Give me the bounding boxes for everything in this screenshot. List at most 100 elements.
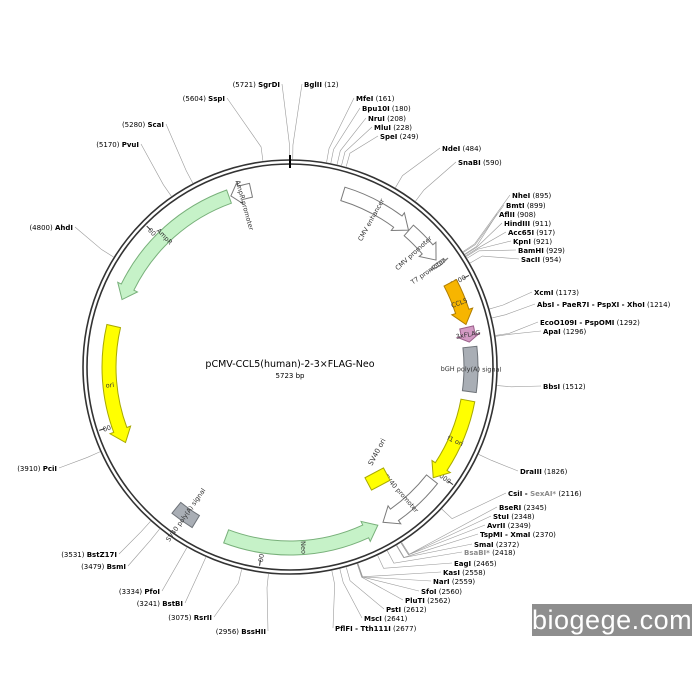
site-position: (5280) <box>122 121 146 129</box>
site-name: BstZ17I <box>87 551 117 559</box>
site-name: PciI <box>43 465 57 473</box>
site-position: (954) <box>542 256 561 264</box>
site-name: SfoI <box>421 588 437 596</box>
feature-bgh-poly-a-signal <box>461 345 479 394</box>
site-position: (2641) <box>384 615 408 623</box>
site-name: Bpu10I <box>362 105 390 113</box>
site-bmti: BmtI (899) <box>506 202 546 210</box>
site-leader-line <box>336 117 367 165</box>
site-leader-line <box>441 492 507 520</box>
site-position: (3531) <box>61 551 85 559</box>
site-name: EagI <box>454 560 471 568</box>
site-nhei: NheI (895) <box>512 192 552 200</box>
site-position: (1826) <box>544 468 568 476</box>
site-leader-line <box>226 97 264 161</box>
site-position: (908) <box>517 211 536 219</box>
site-mfei: MfeI (161) <box>356 95 395 103</box>
site-position: (161) <box>376 95 395 103</box>
site-scai: (5280) ScaI <box>122 121 164 129</box>
site-leader-line <box>341 126 373 166</box>
tick-mark <box>146 225 152 231</box>
site-name: BseRI <box>499 504 521 512</box>
site-name: NruI <box>368 115 385 123</box>
site-ahdi: (4800) AhdI <box>29 224 73 232</box>
site-leader-line <box>465 231 507 257</box>
site-leader-line <box>387 550 463 564</box>
site-position: (917) <box>536 229 555 237</box>
site-bpu10i: Bpu10I (180) <box>362 105 411 113</box>
site-leader-line <box>357 563 420 592</box>
tick-mark <box>99 428 106 431</box>
site-leader-line <box>118 521 151 555</box>
feature-sv40-promoter <box>382 474 439 525</box>
site-leader-line <box>356 563 404 601</box>
site-position: (921) <box>533 238 552 246</box>
plasmid-name: pCMV-CCL5(human)-2-3×FLAG-Neo <box>205 359 374 370</box>
site-name: EcoO109I - PspOMI <box>540 319 614 327</box>
site-leader-line <box>74 226 114 258</box>
sv40-ori-label: SV40 ori <box>367 437 388 467</box>
feature-ori <box>101 323 132 444</box>
site-leader-line <box>396 543 473 559</box>
site-leader-line <box>281 83 290 160</box>
site-name: BbsI <box>543 383 560 391</box>
site-leader-line <box>395 147 441 188</box>
site-position: (249) <box>400 133 419 141</box>
site-name: SexAI* <box>530 490 556 498</box>
site-leader-line <box>462 194 511 252</box>
site-name: BssHII <box>241 628 266 636</box>
site-smai: SmaI (2372) <box>474 541 519 549</box>
site-name: BglII <box>304 81 322 89</box>
site-position: (3334) <box>119 588 143 596</box>
site-name: BstBI <box>162 600 183 608</box>
site-position: (1512) <box>562 383 586 391</box>
site-position: (2372) <box>496 541 520 549</box>
site-bstbi: (3241) BstBI <box>137 600 183 608</box>
site-position: (2418) <box>492 549 516 557</box>
site-position: (5721) <box>233 81 257 89</box>
site-csii-sexai: CsiI - SexAI* (2116) <box>508 490 582 498</box>
site-position: (2345) <box>523 504 547 512</box>
site-position: (2348) <box>511 513 535 521</box>
site-leader-line <box>495 321 539 336</box>
site-position: (1296) <box>563 328 587 336</box>
site-position: (895) <box>532 192 551 200</box>
site-leader-line <box>464 222 503 255</box>
plasmid-size: 5723 bp <box>276 372 305 380</box>
site-msci: MscI (2641) <box>364 615 408 623</box>
site-name: RsrII <box>194 614 212 622</box>
site-name: BsmI <box>107 563 126 571</box>
site-position: (2558) <box>462 569 486 577</box>
site-leader-line <box>467 249 517 259</box>
site-leader-line <box>492 303 536 319</box>
site-position: (180) <box>392 105 411 113</box>
site-position: (2562) <box>427 597 451 605</box>
site-bglii: BglII (12) <box>304 81 339 89</box>
site-pcii: (3910) PciI <box>17 465 57 473</box>
tick-mark <box>463 275 470 279</box>
feature-ampr-promoter <box>230 181 254 205</box>
site-position: (2559) <box>452 578 476 586</box>
site-leader-line <box>330 107 361 164</box>
site-position: (911) <box>532 220 551 228</box>
site-leader-line <box>495 330 542 337</box>
site-psti: PstI (2612) <box>386 606 427 614</box>
site-position: (2465) <box>473 560 497 568</box>
site-sgrdi: (5721) SgrDI <box>233 81 280 89</box>
site-name: DraIII <box>520 468 542 476</box>
feature-label-neo: Neo <box>299 541 308 554</box>
site-position: (3479) <box>81 563 105 571</box>
site-name: SmaI <box>474 541 494 549</box>
site-position: (228) <box>393 124 412 132</box>
site-pflfi-tth111i: PflFI - Tth111I (2677) <box>335 625 417 633</box>
feature-label-bgh-poly-a-signal: bGH poly(A) signal <box>441 365 502 374</box>
site-leader-line <box>466 240 512 257</box>
site-leader-line <box>127 528 160 567</box>
site-mlui: MluI (228) <box>374 124 412 132</box>
site-position: (2349) <box>508 522 532 530</box>
site-position: (3910) <box>17 465 41 473</box>
tick-mark <box>447 480 454 486</box>
site-position: (484) <box>462 145 481 153</box>
site-hindiii: HindIII (911) <box>504 220 551 228</box>
site-leader-line <box>357 563 442 578</box>
